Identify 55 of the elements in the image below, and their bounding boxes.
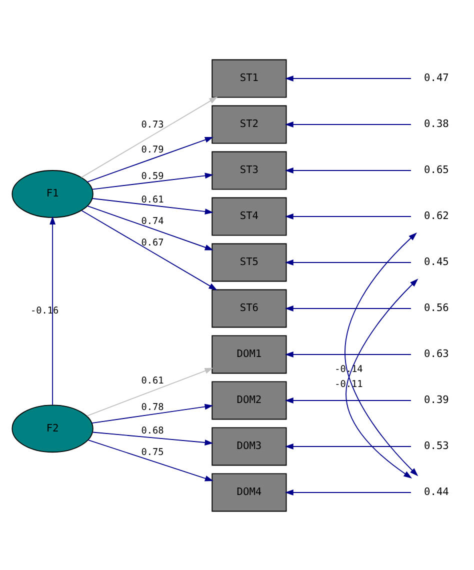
- edge-label: 0.78: [141, 401, 164, 412]
- arrow: [86, 367, 214, 416]
- arrow: [284, 167, 412, 173]
- arrow: [92, 198, 214, 214]
- arrow: [346, 278, 418, 478]
- node-text: 0.44: [424, 486, 449, 498]
- edge-label: 0.61: [141, 194, 164, 205]
- node-box: DOM3: [212, 426, 287, 466]
- node-box: DOM4: [212, 472, 287, 512]
- arrow: [284, 121, 412, 127]
- node-box: DOM2: [212, 380, 287, 420]
- node-box: ST1: [212, 58, 287, 98]
- node-ellipse: F2: [12, 404, 94, 452]
- node-text: 0.65: [424, 164, 449, 176]
- node-text: 0.45: [424, 256, 449, 268]
- node-text: 0.47: [424, 72, 449, 84]
- edge-label: 0.75: [141, 446, 164, 458]
- node-text: 0.63: [424, 348, 449, 360]
- arrow: [88, 439, 214, 481]
- node-text: 0.38: [424, 118, 449, 130]
- arrow: [284, 213, 412, 219]
- node-box: ST5: [212, 242, 287, 282]
- arrow: [80, 96, 218, 178]
- arrow: [284, 489, 412, 495]
- arrow: [92, 172, 214, 190]
- arrow: [86, 136, 214, 182]
- arrow: [284, 443, 412, 449]
- edge-label: 0.73: [141, 118, 164, 130]
- edge-label: 0.61: [141, 375, 164, 386]
- node-box: ST6: [212, 288, 287, 328]
- node-box: ST3: [212, 150, 287, 190]
- edge-label: 0.68: [141, 424, 164, 436]
- node-box: DOM1: [212, 334, 287, 374]
- edge-label: 0.74: [141, 216, 164, 227]
- node-text: 0.56: [424, 302, 449, 314]
- arrow: [284, 351, 412, 357]
- node-text: 0.39: [424, 394, 449, 406]
- arrow: [284, 259, 412, 265]
- arrow: [86, 204, 214, 250]
- edge-label: 0.67: [141, 237, 164, 248]
- arrow: [284, 397, 412, 403]
- node-box: ST4: [212, 196, 287, 236]
- node-text: 0.62: [424, 210, 449, 222]
- arrow: [344, 232, 418, 476]
- node-box: ST2: [212, 104, 287, 144]
- arrow: [92, 403, 214, 424]
- node-text: 0.53: [424, 440, 449, 452]
- arrow: [92, 431, 214, 445]
- node-ellipse: F1: [12, 170, 94, 218]
- arrow: [284, 75, 412, 81]
- edge-label: 0.59: [141, 170, 164, 182]
- arrow: [284, 305, 412, 311]
- arrow: [81, 210, 218, 290]
- edge-label: 0.79: [141, 144, 164, 156]
- arrow: [50, 216, 56, 405]
